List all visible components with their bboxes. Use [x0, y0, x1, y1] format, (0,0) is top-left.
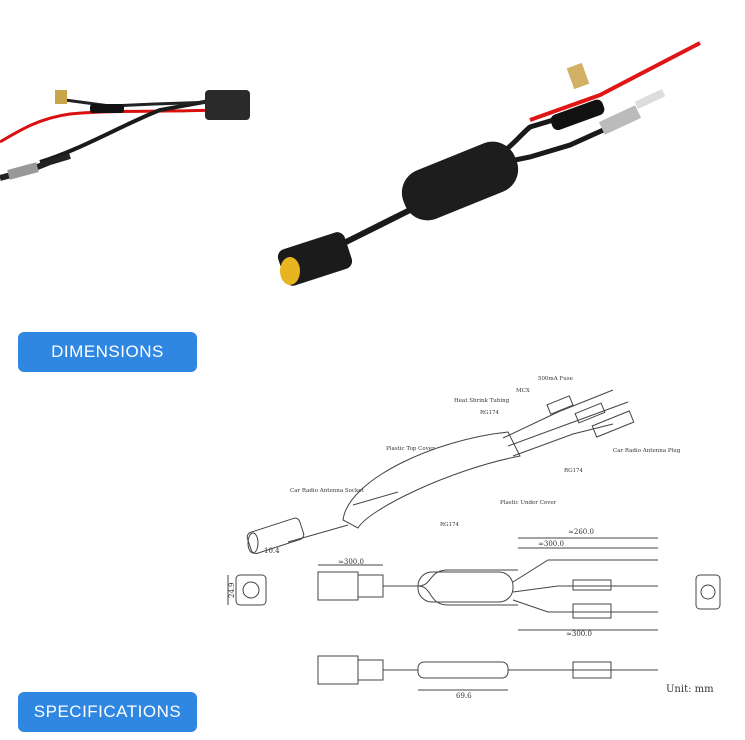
dim-69-6: 69.6 [456, 692, 472, 700]
callout-socket: Car Radio Antenna Socket [290, 488, 365, 494]
dimensions-tag: DIMENSIONS [18, 332, 197, 372]
callout-rg174-top: RG174 [480, 410, 500, 416]
technical-drawing: 500mA Fuse MCX Heat Shrink Tubing RG174 … [227, 376, 721, 700]
product-photo-large [277, 41, 701, 286]
callout-fuse: 500mA Fuse [538, 376, 573, 382]
dim-260: ≈260.0 [568, 528, 594, 536]
callout-antenna-plug: Car Radio Antenna Plug [613, 448, 681, 454]
callout-top-cover: Plastic Top Cover [386, 446, 435, 452]
dim-300-c: ≈300.0 [566, 630, 592, 638]
callout-rg174-bottom: RG174 [440, 522, 460, 528]
dim-10-4: 10.4 [264, 547, 280, 555]
unit-label: Unit: mm [666, 684, 714, 695]
callout-rg174-mid: RG174 [564, 468, 584, 474]
dim-300-b: ≈300.0 [338, 558, 364, 566]
dim-300-a: ≈300.0 [538, 540, 564, 548]
specifications-tag: SPECIFICATIONS [18, 692, 197, 732]
callout-mcx: MCX [516, 388, 530, 394]
callout-heat-shrink: Heat Shrink Tubing [454, 398, 510, 404]
dim-24-9: 24.9 [228, 582, 236, 598]
product-photo-small [0, 90, 250, 181]
callout-under-cover: Plastic Under Cover [500, 500, 557, 506]
